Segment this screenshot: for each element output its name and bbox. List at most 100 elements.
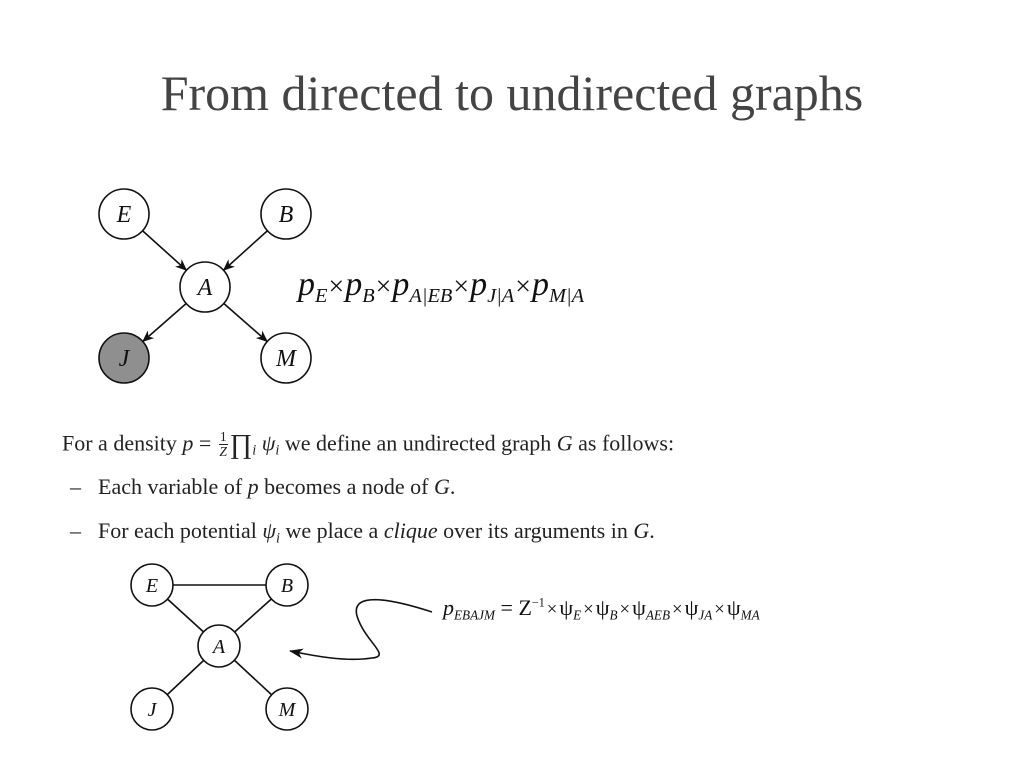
directed-edge-b-a xyxy=(222,230,268,271)
times-operator: × xyxy=(515,271,531,302)
undirected-graph-nodes: E B A J M xyxy=(130,563,309,731)
intro-text: For a density xyxy=(62,430,177,456)
directed-node-label: M xyxy=(275,346,298,372)
factor-base: p xyxy=(298,266,315,303)
equals-sign: = xyxy=(495,595,519,620)
undirected-node-circle xyxy=(130,563,174,607)
undirected-node-a: A xyxy=(197,624,241,668)
undirected-node-circle xyxy=(265,687,309,731)
undirected-node-j: J xyxy=(130,687,174,731)
undirected-edge-e-a xyxy=(166,598,205,633)
undirected-node-m: M xyxy=(265,687,309,731)
directed-factorization-formula: pE×pB×pA|EB×pJ|A×pM|A xyxy=(298,266,584,308)
intro-text-after: we define an undirected graph xyxy=(284,430,552,456)
undirected-node-e: E xyxy=(130,563,174,607)
times-operator: × xyxy=(546,599,558,620)
directed-edge-e-a xyxy=(142,230,188,271)
bullet2-psi-symbol: ψ xyxy=(262,518,277,543)
psi-index: i xyxy=(275,442,280,459)
undirected-node-label: B xyxy=(281,575,293,597)
slide-title: From directed to undirected graphs xyxy=(160,65,864,121)
bullet1-text-mid: becomes a node of xyxy=(264,474,429,499)
potential-subscript: JA xyxy=(698,607,713,623)
directed-node-a: A xyxy=(179,261,231,313)
potential-psi: ψ xyxy=(595,595,610,620)
psi-symbol: ψ xyxy=(261,430,276,456)
directed-node-label: A xyxy=(196,275,213,301)
undirected-node-circle xyxy=(197,624,241,668)
undirected-node-circle xyxy=(265,563,309,607)
directed-edge-a-j xyxy=(142,302,187,343)
fraction-denominator: Z xyxy=(219,444,227,460)
partition-function: Z xyxy=(518,595,532,620)
directed-node-label: B xyxy=(279,202,294,228)
directed-node-m: M xyxy=(260,332,312,384)
bullet2-psi-index: i xyxy=(276,530,280,547)
times-operator: × xyxy=(672,599,683,620)
bullet1-g-symbol: G xyxy=(433,474,450,499)
curved-pointer-arrow xyxy=(289,598,433,661)
potential-subscript: AEB xyxy=(645,607,671,623)
density-symbol: p xyxy=(182,430,194,456)
fraction-numerator: 1 xyxy=(218,429,228,446)
bullet1-period: . xyxy=(449,474,456,499)
directed-node-e: E xyxy=(98,188,150,240)
undirected-graph-edges xyxy=(166,584,273,696)
potential-subscript: MA xyxy=(740,607,760,623)
factor-base: p xyxy=(345,266,363,303)
undirected-node-b: B xyxy=(265,563,309,607)
times-operator: × xyxy=(328,271,345,302)
undirected-node-label: J xyxy=(148,699,158,721)
joint-density-base: p xyxy=(443,595,454,620)
directed-graph-edges xyxy=(142,230,268,343)
bullet1-p-symbol: p xyxy=(247,474,259,499)
bullet1-text: Each variable of xyxy=(98,474,243,499)
intro-text-end: as follows: xyxy=(578,430,675,456)
bullet-dash: – xyxy=(70,518,81,543)
factor-base: p xyxy=(470,266,488,303)
directed-node-j: J xyxy=(98,332,150,384)
directed-node-circle xyxy=(260,332,312,384)
undirected-node-circle xyxy=(130,687,174,731)
times-operator: × xyxy=(583,599,594,620)
directed-node-label: E xyxy=(116,202,132,228)
bullet2-g-symbol: G xyxy=(633,518,650,543)
bullet-item-2: –For each potential ψi we place a clique… xyxy=(62,518,655,547)
undirected-node-label: A xyxy=(211,636,226,658)
directed-node-circle xyxy=(260,188,312,240)
potential-psi: ψ xyxy=(726,595,741,620)
directed-node-circle xyxy=(179,261,231,313)
factor-subscript: B xyxy=(362,285,375,308)
bullet2-period: . xyxy=(649,518,655,543)
times-operator: × xyxy=(375,271,392,302)
factor-subscript: J|A xyxy=(487,285,515,308)
directed-edge-a-m xyxy=(223,302,268,343)
directed-node-b: B xyxy=(260,188,312,240)
product-index: i xyxy=(252,442,257,459)
undirected-edge-a-j xyxy=(166,659,205,696)
bullet-dash: – xyxy=(70,474,81,499)
bullet2-text-after: over its arguments in xyxy=(443,518,628,543)
undirected-edge-a-m xyxy=(233,659,273,696)
undirected-node-label: M xyxy=(278,699,297,721)
product-symbol: ∏ xyxy=(229,428,253,459)
bullet2-text: For each potential xyxy=(98,518,257,543)
directed-node-circle xyxy=(98,188,150,240)
undirected-factorization-formula: pEBAJM = Z−1×ψE×ψB×ψAEB×ψJA×ψMA xyxy=(443,595,760,624)
graph-symbol: G xyxy=(556,430,573,456)
factor-subscript: E xyxy=(315,285,328,308)
potential-subscript: E xyxy=(573,607,582,623)
times-operator: × xyxy=(453,271,470,302)
potential-psi: ψ xyxy=(684,595,699,620)
factor-base: p xyxy=(531,266,549,303)
bullet2-text-mid: we place a xyxy=(285,518,379,543)
times-operator: × xyxy=(619,599,631,620)
factor-subscript: M|A xyxy=(548,285,585,308)
joint-density-subscript: EBAJM xyxy=(454,607,496,623)
undirected-node-label: E xyxy=(145,575,158,597)
potential-subscript: B xyxy=(609,607,618,623)
undirected-edge-b-a xyxy=(234,598,272,633)
